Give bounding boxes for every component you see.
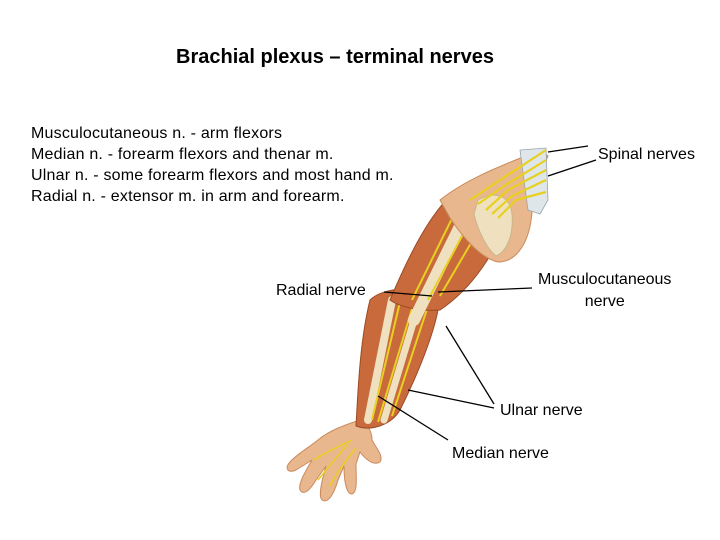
nerve-description-list: Musculocutaneous n. - arm flexors Median…: [31, 123, 394, 207]
spinal-nerves-label: Spinal nerves: [598, 146, 695, 163]
musculocutaneous-label-line2: nerve: [584, 293, 625, 310]
musculocutaneous-label-line1: Musculocutaneous: [538, 271, 672, 288]
callout-median: [377, 395, 449, 441]
musculocutaneous-nerve-label: Musculocutaneous nerve: [538, 269, 671, 313]
callout-ulnar-upper: [445, 325, 495, 405]
radial-nerve-label: Radial nerve: [276, 282, 366, 299]
page-title: Brachial plexus – terminal nerves: [176, 46, 494, 68]
description-ulnar: Ulnar n. - some forearm flexors and most…: [31, 167, 394, 184]
callout-spinal-upper: [547, 145, 589, 153]
median-nerve-label: Median nerve: [452, 445, 549, 462]
callout-ulnar-lower: [407, 389, 495, 409]
callout-radial: [383, 291, 433, 297]
description-musculocutaneous: Musculocutaneous n. - arm flexors: [31, 125, 283, 142]
description-median: Median n. - forearm flexors and thenar m…: [31, 146, 334, 163]
brachial-plexus-illustration: [469, 149, 547, 219]
callout-musculocutaneous: [437, 287, 533, 293]
description-radial: Radial n. - extensor m. in arm and forea…: [31, 188, 345, 205]
callout-lines: [377, 145, 597, 441]
hand-illustration: [286, 419, 382, 502]
ulnar-nerve-label: Ulnar nerve: [500, 402, 583, 419]
callout-spinal-lower: [547, 159, 597, 177]
